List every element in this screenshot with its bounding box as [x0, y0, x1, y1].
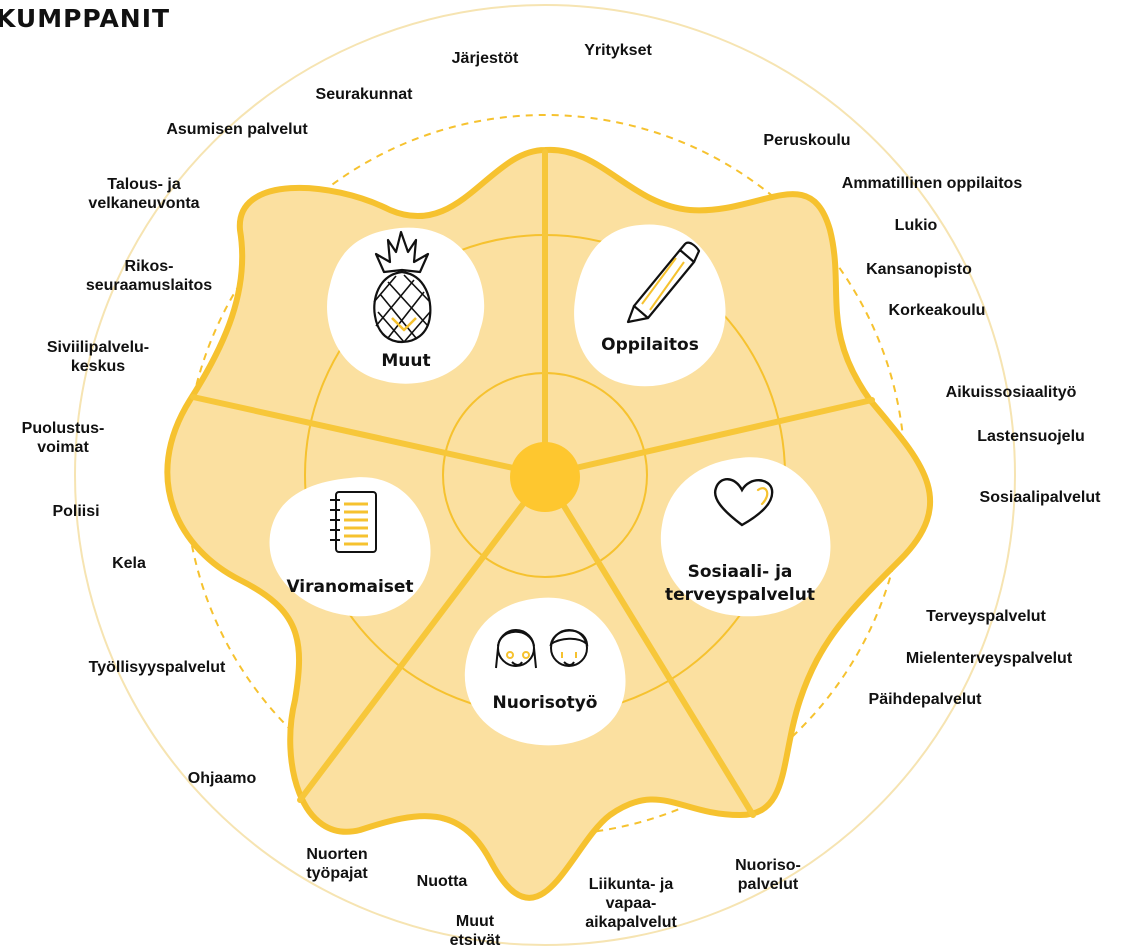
partner-label: Rikos- seuraamuslaitos [85, 258, 213, 294]
center-hub [510, 442, 580, 512]
partner-label: Puolustus- voimat [21, 420, 105, 456]
partner-label: Mielenterveyspalvelut [905, 650, 1073, 667]
partner-label: Nuoriso- palvelut [735, 857, 801, 893]
sector-label-muut: Muut [381, 351, 430, 371]
partner-label: Aikuissosiaalityö [945, 384, 1077, 401]
spokes [190, 149, 875, 818]
bubble-oppilaitos [574, 224, 726, 387]
partner-label: Poliisi [52, 503, 100, 520]
bubble-sosiaali [660, 457, 831, 617]
spoke-left [190, 394, 548, 478]
partner-label: Työllisyyspalvelut [88, 659, 226, 676]
partner-label: Asumisen palvelut [166, 121, 308, 138]
pencil-icon [626, 241, 701, 324]
spoke-lower-right [542, 472, 756, 818]
partner-label: Korkeakoulu [888, 302, 986, 319]
partner-label: Seurakunnat [315, 86, 413, 103]
partner-label: Siviilipalvelu- keskus [46, 339, 150, 375]
bubble-viranomaiset [269, 477, 431, 617]
sector-label-sosiaali-line1: Sosiaali- ja [688, 562, 793, 582]
two-faces-icon [495, 629, 589, 669]
partner-label: Peruskoulu [763, 132, 851, 149]
spoke-right [542, 397, 875, 478]
notebook-icon [330, 491, 377, 553]
partner-label: Sosiaalipalvelut [979, 489, 1101, 506]
partner-label: Ohjaamo [187, 770, 257, 787]
sector-label-nuorisotyo: Nuorisotyö [493, 693, 598, 713]
partner-label: Talous- ja velkaneuvonta [88, 176, 200, 212]
sector-label-oppilaitos: Oppilaitos [601, 335, 699, 355]
outer-ring [74, 4, 1016, 946]
partner-label: Ammatillinen oppilaitos [841, 175, 1023, 192]
partner-label: Kansanopisto [866, 261, 972, 278]
heart-icon [713, 478, 774, 527]
partner-label: Järjestöt [451, 50, 519, 67]
partner-label: Nuorten työpajat [306, 846, 368, 882]
pineapple-icon [373, 230, 432, 344]
bubble-muut [327, 227, 485, 384]
partner-label: Lukio [894, 217, 938, 234]
page-title: KUMPPANIT [0, 4, 171, 33]
partner-label: Muut etsivät [449, 913, 501, 949]
spoke-lower-left [297, 472, 548, 803]
partner-label: Päihdepalvelut [868, 691, 982, 708]
sector-label-viranomaiset: Viranomaiset [286, 577, 413, 597]
partner-label: Kela [112, 555, 146, 572]
sector-label-sosiaali-line2: terveyspalvelut [665, 585, 815, 605]
partner-label: Terveyspalvelut [926, 608, 1046, 625]
partner-label: Nuotta [416, 873, 468, 890]
partner-label: Liikunta- ja vapaa- aikapalvelut [585, 876, 677, 931]
partner-label: Lastensuojelu [977, 428, 1085, 445]
partner-label: Yritykset [584, 42, 652, 59]
